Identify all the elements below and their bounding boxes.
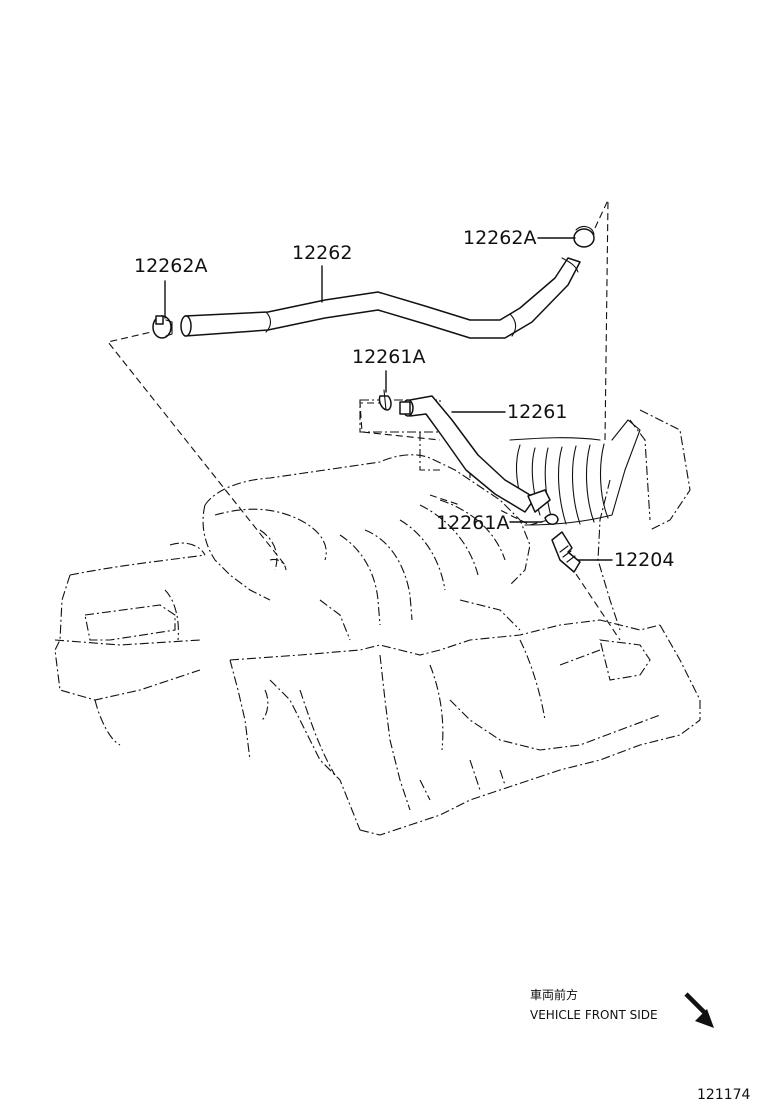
hose-12261 [399,395,551,513]
callout-12261: 12261 [507,401,568,423]
callout-12261a-bottom: 12261A [436,512,510,534]
callout-12262: 12262 [292,242,353,264]
hose-clamp-12261a-top [378,389,392,411]
hose-12262 [180,257,581,339]
callout-12262a-right: 12262A [463,227,537,249]
hose-clamp-12262a-right [573,225,595,248]
callout-12261a-top: 12261A [352,346,426,368]
callout-12204: 12204 [614,549,675,571]
vehicle-front-arrow-icon [684,992,714,1028]
pcv-valve-12204 [551,531,581,573]
figure-number: 121174 [697,1087,751,1103]
hose-clamp-12261a-bottom [544,513,559,525]
intake-bellows [509,419,641,526]
hose-clamp-12262a-left [152,315,173,339]
callout-12262a-left: 12262A [134,255,208,277]
direction-label-english: VEHICLE FRONT SIDE [530,1008,658,1022]
callout-leaders [164,237,613,561]
direction-label-japanese: 車両前方 [530,988,579,1002]
engine-outline [54,399,701,836]
